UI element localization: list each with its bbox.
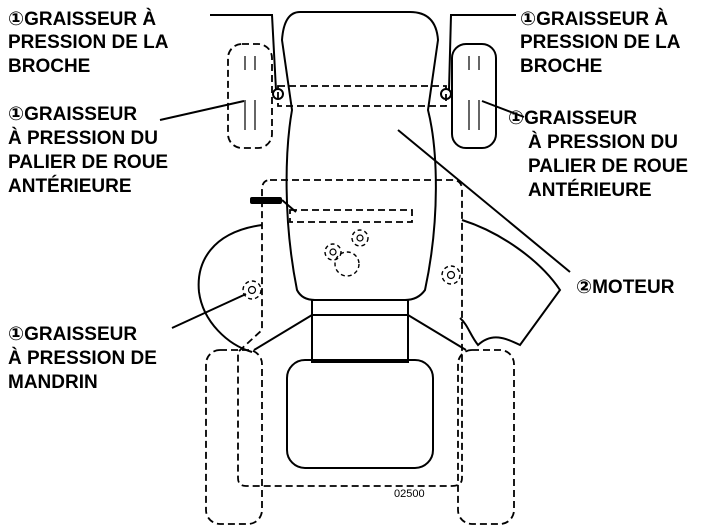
callout-spindle-left: ①GRAISSEUR À PRESSION DE LA BROCHE (8, 8, 169, 77)
callout-wheel-bearing-right-number: ① (508, 108, 524, 129)
callout-mandrel: ①GRAISSEUR À PRESSION DE MANDRIN (8, 324, 157, 393)
engine-fitting-2-inner (329, 248, 337, 256)
engine-fitting-1-inner (356, 234, 364, 242)
callout-wheel-bearing-right-line-2: À PRESSION DU (528, 131, 678, 153)
engine-fitting-1 (351, 229, 369, 247)
callout-engine: ②MOTEUR (576, 277, 675, 298)
callout-spindle-left-line-2: PRESSION DE LA (8, 32, 169, 53)
front-wheel-right (451, 43, 497, 149)
leader-engine (397, 129, 571, 273)
svg-text:①GRAISSEUR: ①GRAISSEUR (8, 324, 137, 345)
callout-wheel-bearing-left-line-3: PALIER DE ROUE (8, 152, 168, 173)
callout-wheel-bearing-right: ①GRAISSEUR À PRESSION DU PALIER DE ROUE … (508, 108, 688, 201)
tractor-outline (197, 11, 562, 525)
leader-wheel-bearing-right (481, 100, 525, 118)
lift-lever-handle (250, 197, 282, 204)
callout-spindle-left-line-3: BROCHE (8, 56, 90, 77)
deck-left-housing (197, 224, 263, 353)
callout-spindle-right: ①GRAISSEUR À PRESSION DE LA BROCHE (520, 8, 681, 77)
callout-engine-label: MOTEUR (592, 277, 675, 298)
svg-text:①GRAISSEUR À: ①GRAISSEUR À (8, 8, 156, 30)
deck-fitting-left-inner (247, 285, 257, 295)
rear-fender (253, 314, 467, 351)
rear-wheel-right (457, 349, 515, 525)
svg-text:②MOTEUR: ②MOTEUR (576, 277, 675, 298)
callout-wheel-bearing-right-line-1: GRAISSEUR (524, 108, 637, 129)
callout-spindle-right-number: ① (520, 9, 536, 30)
callout-wheel-bearing-left-number: ① (8, 104, 24, 125)
front-wheel-left-tread (244, 56, 256, 130)
svg-text:①GRAISSEUR À: ①GRAISSEUR À (520, 8, 668, 30)
leader-spindle-left (210, 14, 277, 91)
front-wheel-left (227, 43, 273, 149)
callout-wheel-bearing-right-line-3: PALIER DE ROUE (528, 156, 688, 177)
deck-fitting-right (441, 265, 461, 285)
callout-spindle-right-line-3: BROCHE (520, 56, 602, 77)
svg-text:①GRAISSEUR: ①GRAISSEUR (8, 104, 137, 125)
callout-spindle-left-number: ① (8, 9, 24, 30)
leader-lines (159, 14, 571, 329)
callout-mandrel-line-1: GRAISSEUR (24, 324, 137, 345)
leader-spindle-right (448, 14, 516, 91)
hood (280, 11, 440, 301)
discharge-chute (459, 219, 562, 347)
callout-spindle-right-line-1: GRAISSEUR À (536, 8, 668, 30)
callout-wheel-bearing-right-line-4: ANTÉRIEURE (528, 179, 652, 201)
callout-wheel-bearing-left-line-1: GRAISSEUR (24, 104, 137, 125)
callout-mandrel-line-2: À PRESSION DE (8, 347, 157, 369)
engine-fitting-2 (324, 243, 342, 261)
engine-pulley (334, 251, 360, 277)
seat (286, 359, 434, 469)
leader-wheel-bearing-left (159, 100, 245, 121)
leader-mandrel (171, 293, 247, 329)
callout-spindle-right-line-2: PRESSION DE LA (520, 32, 681, 53)
callout-mandrel-line-3: MANDRIN (8, 372, 98, 393)
deck-fitting-right-inner (446, 270, 456, 280)
figure-number: 02500 (394, 488, 425, 500)
callout-wheel-bearing-left-line-2: À PRESSION DU (8, 127, 158, 149)
callout-mandrel-number: ① (8, 324, 24, 345)
callout-wheel-bearing-left-line-4: ANTÉRIEURE (8, 175, 132, 197)
mower-deck-outline (237, 179, 463, 487)
svg-text:①GRAISSEUR: ①GRAISSEUR (508, 108, 637, 129)
callout-engine-number: ② (576, 277, 592, 298)
callout-wheel-bearing-left: ①GRAISSEUR À PRESSION DU PALIER DE ROUE … (8, 104, 168, 197)
front-wheel-right-tread (468, 56, 480, 130)
spindle-pivot-left (272, 88, 284, 100)
frame-center (311, 299, 409, 363)
front-axle (277, 85, 447, 107)
rear-wheel-left (205, 349, 263, 525)
callout-spindle-left-line-1: GRAISSEUR À (24, 8, 156, 30)
lift-lever-linkage (289, 209, 413, 223)
deck-fitting-left (242, 280, 262, 300)
